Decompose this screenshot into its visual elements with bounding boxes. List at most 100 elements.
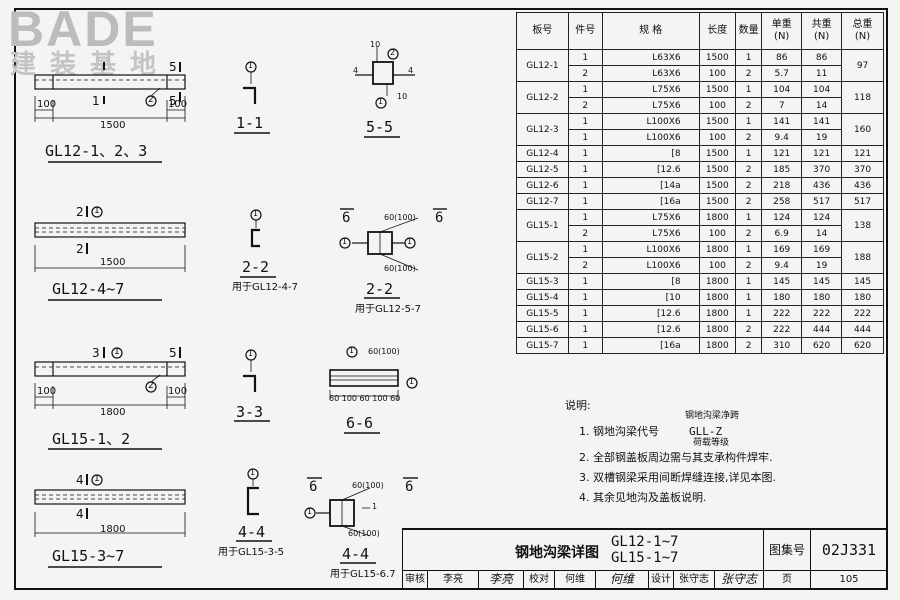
total-weight-cell: 118 <box>841 81 884 114</box>
mark-1-sec55: 1 <box>378 97 384 106</box>
unit-weight-cell: 145 <box>761 273 803 290</box>
unit-weight-cell: 124 <box>761 209 803 226</box>
board-cell: GL12-5 <box>516 161 569 178</box>
section-6-double-channel <box>339 217 419 271</box>
section-5-5-shape <box>355 46 415 109</box>
table-header-cell: 规 格 <box>601 12 700 50</box>
length-cell: 1500 <box>698 113 736 130</box>
qty-cell: 2 <box>734 129 763 146</box>
total-weight-cell: 180 <box>841 289 884 306</box>
qty-cell: 2 <box>734 177 763 194</box>
dim-100-d: 100 <box>168 386 188 397</box>
section-note-2-2-b: 用于GL12-5-7 <box>355 304 421 315</box>
dim-1500-a: 1500 <box>100 120 126 131</box>
part-cell: 1 <box>567 241 603 258</box>
spec-cell: [12.6 <box>601 161 700 178</box>
mark-1-sec22: 1 <box>253 209 259 218</box>
signature-row: 审核 李亮 李亮 校对 何维 何维 设计 张守志 张守志 页 105 <box>403 571 887 588</box>
length-cell: 1800 <box>698 337 736 354</box>
section-label-5-5: 5-5 <box>366 118 394 136</box>
total-weight-cell: 97 <box>841 49 884 82</box>
mark-1-sec6-l: 1 <box>342 237 348 246</box>
board-cell: GL15-7 <box>516 337 569 354</box>
board-cell: GL15-6 <box>516 321 569 338</box>
notes-annot-bottom: 荷载等级 <box>693 438 730 448</box>
mark-5-a: 5 <box>169 94 177 108</box>
length-cell: 1500 <box>698 177 736 194</box>
weld-4-a: 4 <box>353 66 359 75</box>
drawing-codes: GL12-1~7 GL15-1~7 <box>611 534 678 566</box>
qty-cell: 1 <box>734 305 763 322</box>
qty-cell: 2 <box>734 161 763 178</box>
unit-weight-cell: 5.7 <box>761 65 803 82</box>
table-header-cell: 单重(N) <box>761 12 803 50</box>
notes-item1-code: GLL-Z <box>689 425 723 438</box>
dim-60-100-c: 60(100) <box>368 347 400 356</box>
page-label: 页 <box>764 571 811 588</box>
total-weight-cell: 436 <box>841 177 884 194</box>
qty-cell: 1 <box>734 273 763 290</box>
spec-cell: [14a <box>601 177 700 194</box>
mark-1-a: 1 <box>92 94 100 108</box>
check-label: 校对 <box>524 571 555 588</box>
mark-1-sec44: 1 <box>250 468 256 477</box>
table-header-cell: 数量 <box>734 12 763 50</box>
unit-weight-cell: 258 <box>761 193 803 210</box>
mark-3-a: 3 <box>92 346 100 360</box>
part-cell: 1 <box>567 273 603 290</box>
mark-2-a: 2 <box>148 95 154 105</box>
section-2-2-channel <box>250 209 262 248</box>
part-cell: 1 <box>567 209 603 226</box>
section-label-4-4-a: 4-4 <box>238 523 266 541</box>
sum-weight-cell: 222 <box>801 305 843 322</box>
section-label-2-2-b: 2-2 <box>366 280 394 298</box>
beam-gl12-123 <box>34 62 186 122</box>
dim-60-100-b: 60(100) <box>384 264 416 273</box>
atlas-number: 02J331 <box>811 530 887 571</box>
sum-weight-cell: 145 <box>801 273 843 290</box>
unit-weight-cell: 218 <box>761 177 803 194</box>
spec-cell: L75X6 <box>601 97 700 114</box>
notes: 说明: 钢地沟梁净跨 1. 钢地沟梁代号 GLL-Z 荷载等级 2. 全部钢盖板… <box>565 396 885 508</box>
sum-weight-cell: 19 <box>801 129 843 146</box>
unit-weight-cell: 6.9 <box>761 225 803 242</box>
review-signature: 李亮 <box>479 571 524 588</box>
sum-weight-cell: 19 <box>801 257 843 274</box>
beam-gl15-37 <box>34 474 186 537</box>
board-cell: GL15-5 <box>516 305 569 322</box>
length-cell: 1800 <box>698 289 736 306</box>
mark-1-d: 1 <box>94 474 100 484</box>
sum-weight-cell: 121 <box>801 145 843 162</box>
notes-item3: 3. 双槽钢梁采用间断焊缝连接,详见本图. <box>579 471 776 484</box>
spec-cell: L100X6 <box>601 113 700 130</box>
board-cell: GL12-2 <box>516 81 569 114</box>
mark-1-sec33: 1 <box>248 349 254 358</box>
mark-1-sec66-b: 1 <box>409 377 415 386</box>
length-cell: 1500 <box>698 193 736 210</box>
unit-weight-cell: 9.4 <box>761 129 803 146</box>
mark-2-d: 2 <box>148 381 154 391</box>
qty-cell: 1 <box>734 113 763 130</box>
table-header-cell: 板号 <box>516 12 569 50</box>
mark-1-sec66-a: 1 <box>349 346 355 355</box>
part-cell: 2 <box>567 97 603 114</box>
beam-gl15-12 <box>34 347 186 409</box>
review-name: 李亮 <box>428 571 479 588</box>
beam-title-gl12-123: GL12-1、2、3 <box>45 142 148 160</box>
part-cell: 1 <box>567 193 603 210</box>
sum-weight-cell: 169 <box>801 241 843 258</box>
unit-weight-cell: 222 <box>761 321 803 338</box>
dim-10-b: 10 <box>397 92 408 101</box>
qty-cell: 2 <box>734 257 763 274</box>
part-cell: 2 <box>567 225 603 242</box>
notes-annot-top: 钢地沟梁净跨 <box>685 411 740 421</box>
section-note-2-2-a: 用于GL12-4-7 <box>232 282 298 293</box>
board-cell: GL12-7 <box>516 193 569 210</box>
